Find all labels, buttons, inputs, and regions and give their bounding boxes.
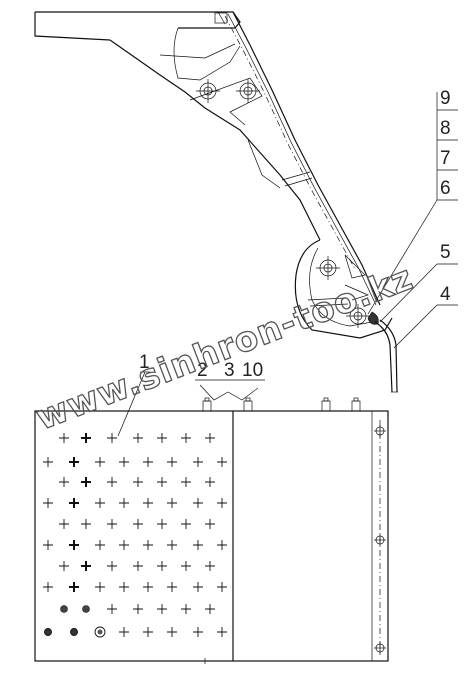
indicator-plus [143, 498, 153, 508]
indicator-dot [44, 628, 52, 636]
pin-knuckle-lower [346, 304, 370, 328]
indicator-plus [107, 561, 117, 571]
indicator-plus [167, 540, 177, 550]
indicator-plus [119, 498, 129, 508]
indicator-plus [181, 604, 191, 614]
indicator-plus [143, 582, 153, 592]
callout-1: 1 [139, 352, 150, 373]
indicator-plus [43, 457, 53, 467]
indicator-plus [119, 540, 129, 550]
indicator-plus [167, 498, 177, 508]
callout-10: 10 [242, 360, 263, 381]
callout-4: 4 [440, 284, 451, 305]
indicator-plus [107, 477, 117, 487]
callout-9: 9 [440, 88, 451, 109]
indicator-plus [157, 561, 167, 571]
indicator-plus [157, 477, 167, 487]
leader-lines [117, 92, 458, 437]
indicator-plus [119, 582, 129, 592]
indicator-plus [107, 433, 117, 443]
indicator-plus [193, 540, 203, 550]
indicator-plus [217, 540, 227, 550]
indicator-plus [95, 540, 105, 550]
indicator-plus [205, 561, 215, 571]
pin-upper-left [196, 79, 220, 103]
indicator-dot [82, 605, 90, 613]
indicator-plus [69, 498, 79, 508]
callout-3: 3 [224, 360, 235, 381]
indicator-plus [69, 540, 79, 550]
indicator-plus [95, 498, 105, 508]
indicator-plus [119, 457, 129, 467]
indicator-plus [43, 540, 53, 550]
indicator-plus [193, 457, 203, 467]
indicator-plus [95, 582, 105, 592]
indicator-plus [193, 498, 203, 508]
callout-8: 8 [440, 118, 451, 139]
indicator-plus [133, 519, 143, 529]
indicator-plus [205, 433, 215, 443]
indicator-plus [81, 433, 91, 443]
pin-knuckle-upper [316, 256, 340, 280]
callout-labels: 9 8 7 6 5 4 1 2 3 10 [139, 88, 451, 381]
indicator-plus [133, 477, 143, 487]
indicator-plus [133, 604, 143, 614]
knuckle-bracket [294, 239, 393, 339]
indicator-plus [59, 433, 69, 443]
indicator-plus [95, 457, 105, 467]
indicator-plus [205, 477, 215, 487]
indicator-plus [59, 519, 69, 529]
indicator-dot-inner [97, 629, 103, 635]
callout-7: 7 [440, 148, 451, 169]
indicator-plus [181, 519, 191, 529]
indicator-plus [59, 561, 69, 571]
indicator-plus [193, 582, 203, 592]
indicator-plus [81, 477, 91, 487]
indicator-plus [157, 519, 167, 529]
indicator-plus [181, 433, 191, 443]
boom-arm [34, 11, 381, 306]
indicator-plus [69, 457, 79, 467]
top-fittings [202, 397, 361, 412]
cabinet [34, 397, 389, 664]
indicator-plus [217, 582, 227, 592]
indicator-plus [167, 582, 177, 592]
callout-2: 2 [197, 360, 208, 381]
indicator-plus [43, 498, 53, 508]
indicator-plus [217, 498, 227, 508]
indicator-grid [43, 433, 227, 638]
cable [374, 319, 398, 393]
indicator-plus [217, 627, 227, 637]
indicator-plus [133, 561, 143, 571]
indicator-plus [143, 540, 153, 550]
indicator-plus [167, 457, 177, 467]
indicator-plus [69, 582, 79, 592]
indicator-plus [143, 627, 153, 637]
callout-6: 6 [440, 178, 451, 199]
pin-upper-right [236, 79, 260, 103]
indicator-plus [157, 433, 167, 443]
indicator-plus [181, 561, 191, 571]
indicator-plus [205, 519, 215, 529]
indicator-plus [119, 627, 129, 637]
indicator-plus [143, 457, 153, 467]
side-bolts [374, 425, 386, 654]
indicator-plus [217, 457, 227, 467]
indicator-plus [59, 477, 69, 487]
indicator-dot [60, 605, 68, 613]
indicator-plus [107, 604, 117, 614]
indicator-plus [157, 604, 167, 614]
indicator-plus [81, 519, 91, 529]
indicator-dot [70, 628, 78, 636]
indicator-plus [133, 433, 143, 443]
indicator-plus [181, 477, 191, 487]
indicator-plus [167, 627, 177, 637]
indicator-plus [81, 561, 91, 571]
indicator-plus [107, 519, 117, 529]
callout-5: 5 [440, 242, 451, 263]
indicator-plus [205, 604, 215, 614]
indicator-plus [193, 627, 203, 637]
indicator-plus [43, 582, 53, 592]
